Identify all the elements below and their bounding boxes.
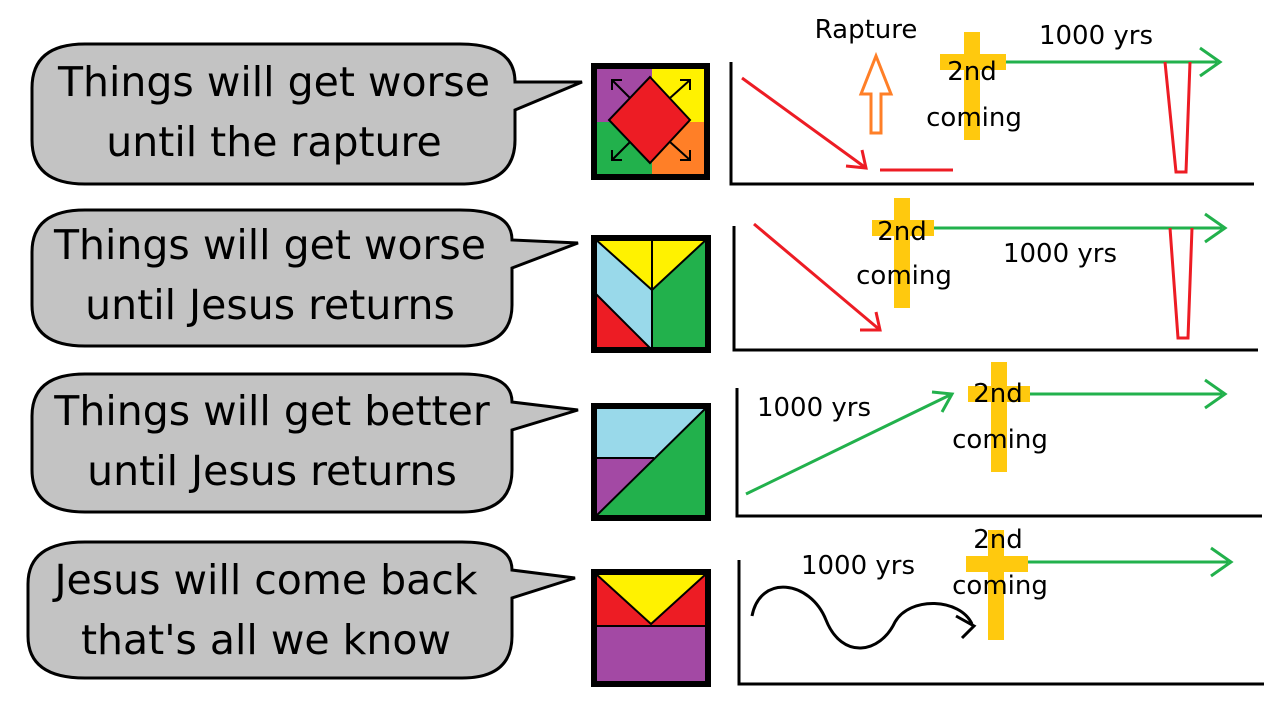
icon-pretribulation [591, 63, 710, 180]
coming-label: coming [856, 261, 952, 291]
thousand-years-label: 1000 yrs [1003, 239, 1117, 269]
speech-bubble-4 [26, 540, 576, 680]
bubble-text-3: Things will get better until Jesus retur… [22, 381, 522, 501]
speech-bubble-1 [30, 42, 583, 186]
rapture-up-arrow [858, 51, 894, 135]
bubble-line-1: Things will get worse [58, 58, 490, 106]
bubble-text-2: Things will get worse until Jesus return… [20, 215, 520, 335]
bubble-line-2: until Jesus returns [87, 447, 457, 495]
cross-icon [968, 362, 1030, 472]
millennium-arrow [934, 212, 1228, 244]
growth-arrow [745, 390, 955, 496]
speech-bubble-2 [30, 208, 579, 348]
decline-arrow [753, 222, 882, 332]
final-rebellion-dip [1168, 227, 1194, 340]
eternity-arrow [1030, 378, 1228, 410]
cross-icon [940, 32, 1006, 140]
timeline-chart-3: 1000 yrs 2nd coming [735, 362, 1262, 518]
chart-axes [735, 388, 1262, 518]
thousand-years-label: 1000 yrs [757, 393, 871, 423]
cross-icon [966, 530, 1028, 640]
timeline-chart-2: 2nd coming 1000 yrs [732, 198, 1258, 352]
coming-label: coming [952, 425, 1048, 455]
thousand-years-label: 1000 yrs [801, 551, 915, 581]
icon-amillennial [591, 569, 711, 687]
bubble-text-1: Things will get worse until the rapture [24, 52, 524, 172]
millennium-arrow [1006, 46, 1223, 78]
bubble-line-2: that's all we know [80, 616, 451, 664]
bubble-line-1: Things will get worse [54, 221, 486, 269]
chart-axes [732, 226, 1258, 352]
bubble-line-2: until Jesus returns [85, 281, 455, 329]
second-label: 2nd [973, 379, 1023, 409]
chart-axes [729, 62, 1254, 186]
second-label: 2nd [877, 217, 927, 247]
chart-axes [737, 560, 1264, 686]
wavy-history-line [750, 585, 974, 650]
bubble-text-4: Jesus will come back that's all we know [16, 550, 516, 670]
final-rebellion-dip [1163, 61, 1192, 174]
expand-arrows-icon [611, 79, 691, 161]
coming-label: coming [952, 571, 1048, 601]
decline-arrow [741, 76, 868, 170]
icon-postmillennial [591, 403, 711, 521]
second-label: 2nd [947, 57, 997, 87]
wavy-arrowhead [955, 614, 977, 640]
bubble-line-1: Things will get better [54, 387, 490, 435]
timeline-chart-4: 1000 yrs 2nd coming [737, 525, 1264, 686]
timeline-chart-1: Rapture 1000 yrs 2nd coming [729, 15, 1254, 186]
speech-bubble-3 [30, 372, 579, 514]
thousand-years-label: 1000 yrs [1039, 21, 1153, 51]
cross-icon [872, 198, 934, 308]
coming-label: coming [926, 103, 1022, 133]
rapture-label: Rapture [815, 15, 918, 45]
bubble-line-1: Jesus will come back [54, 556, 478, 604]
icon-posttribulation [591, 235, 711, 353]
eternity-arrow [1028, 546, 1234, 578]
bubble-line-2: until the rapture [106, 118, 442, 166]
second-label: 2nd [973, 525, 1023, 555]
